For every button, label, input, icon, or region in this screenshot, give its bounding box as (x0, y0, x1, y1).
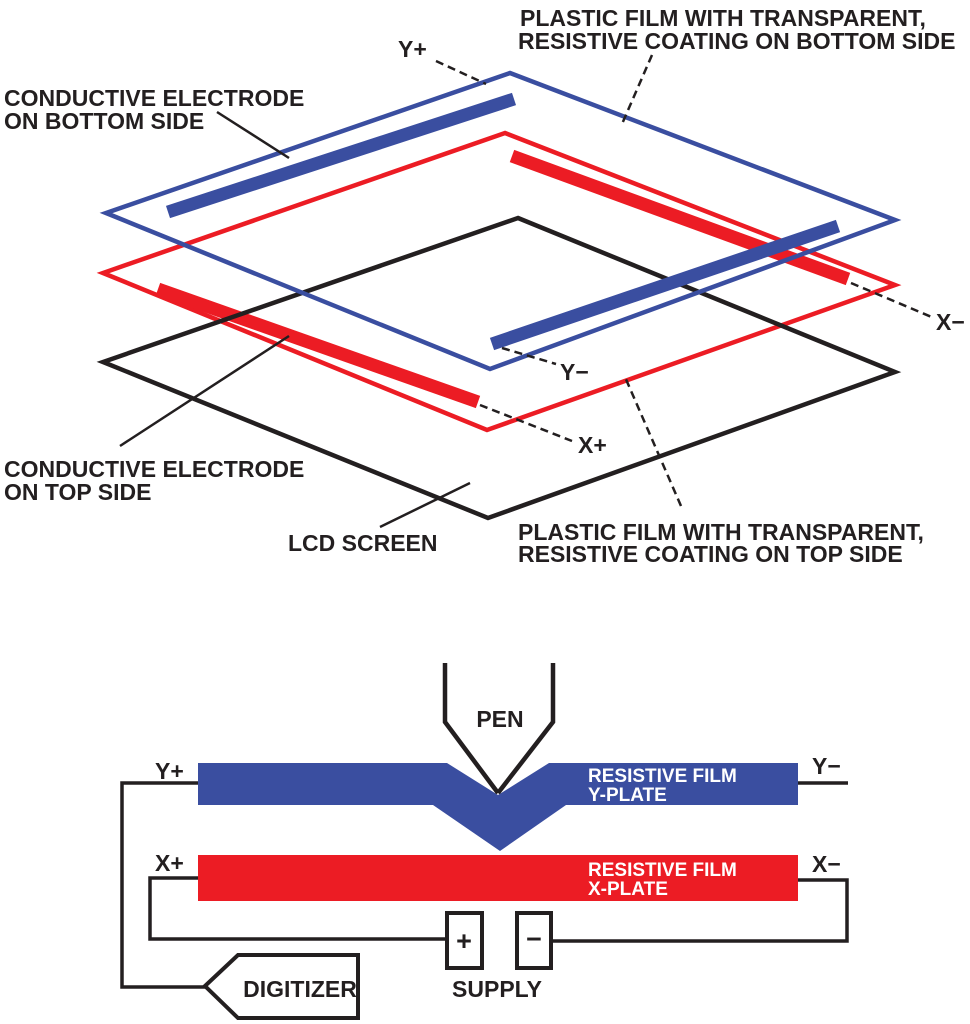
blue-film-layer-outline (99, 70, 902, 372)
terminal-label-x-minus: X− (936, 309, 965, 335)
x-plus-electrode-bar (155, 282, 481, 409)
cross-section-terminal-x-plus: X+ (155, 850, 184, 876)
supply-plus-symbol: + (456, 926, 472, 956)
leader-plastic-film-top (623, 376, 683, 507)
digitizer-block (202, 953, 360, 1020)
leader-y-plus (435, 59, 487, 86)
supply-plus-terminal-box (445, 911, 484, 970)
y-plus-wire-to-digitizer (120, 781, 209, 989)
conductive-electrode-top-label-line1: CONDUCTIVE ELECTRODE (4, 456, 304, 482)
terminal-label-x-plus: X+ (578, 432, 607, 458)
leader-y-minus (501, 346, 557, 366)
leader-lcd-screen (379, 481, 471, 529)
x-plate-resistive-film (198, 855, 798, 901)
exploded-view: PLASTIC FILM WITH TRANSPARENT, RESISTIVE… (4, 5, 965, 567)
terminal-label-y-minus: Y− (560, 359, 589, 385)
cross-section-view: PEN RESISTIVE FILM Y-PLATE RESISTIVE FIL… (120, 663, 849, 1020)
cross-section-terminal-y-minus: Y− (812, 753, 841, 779)
y-plate-label-line2: Y-PLATE (588, 785, 667, 806)
plastic-film-top-label-line2: RESISTIVE COATING ON TOP SIDE (518, 541, 903, 567)
leader-x-minus (850, 281, 935, 320)
leader-conductive-electrode-top (119, 334, 290, 448)
plastic-film-bottom-label-line2: RESISTIVE COATING ON BOTTOM SIDE (518, 28, 955, 54)
y-plate-resistive-film (198, 763, 798, 851)
pen-shape (442, 663, 556, 795)
supply-minus-symbol: − (526, 924, 542, 954)
conductive-electrode-bottom-label-line1: CONDUCTIVE ELECTRODE (4, 85, 304, 111)
pen-label: PEN (476, 706, 523, 732)
terminal-label-y-plus: Y+ (398, 36, 427, 62)
y-plate-label-line1: RESISTIVE FILM (588, 766, 737, 787)
red-film-layer-outline (96, 130, 902, 433)
x-plate-label-line1: RESISTIVE FILM (588, 860, 737, 881)
lcd-screen-layer-outline (96, 215, 902, 521)
y-minus-electrode-bar (489, 219, 841, 351)
x-plate-label-line2: X-PLATE (588, 879, 668, 900)
conductive-electrode-top-label-line2: ON TOP SIDE (4, 479, 151, 505)
x-plus-wire-to-supply (148, 876, 449, 941)
plastic-film-top-label-line1: PLASTIC FILM WITH TRANSPARENT, (518, 519, 924, 545)
digitizer-label: DIGITIZER (243, 976, 357, 1002)
leader-plastic-film-bottom (620, 54, 654, 125)
cross-section-terminal-y-plus: Y+ (155, 758, 184, 784)
lcd-screen-label: LCD SCREEN (288, 530, 438, 556)
x-minus-electrode-bar (509, 149, 851, 286)
supply-label: SUPPLY (452, 976, 542, 1002)
leader-conductive-electrode-bottom (216, 110, 290, 160)
x-minus-wire-to-supply (549, 878, 849, 943)
leader-x-plus (479, 403, 573, 443)
y-plus-electrode-bar (165, 92, 517, 219)
conductive-electrode-bottom-label-line2: ON BOTTOM SIDE (4, 108, 204, 134)
supply-minus-terminal-box (515, 911, 553, 970)
plastic-film-bottom-label-line1: PLASTIC FILM WITH TRANSPARENT, (520, 5, 926, 31)
cross-section-terminal-x-minus: X− (812, 851, 841, 877)
